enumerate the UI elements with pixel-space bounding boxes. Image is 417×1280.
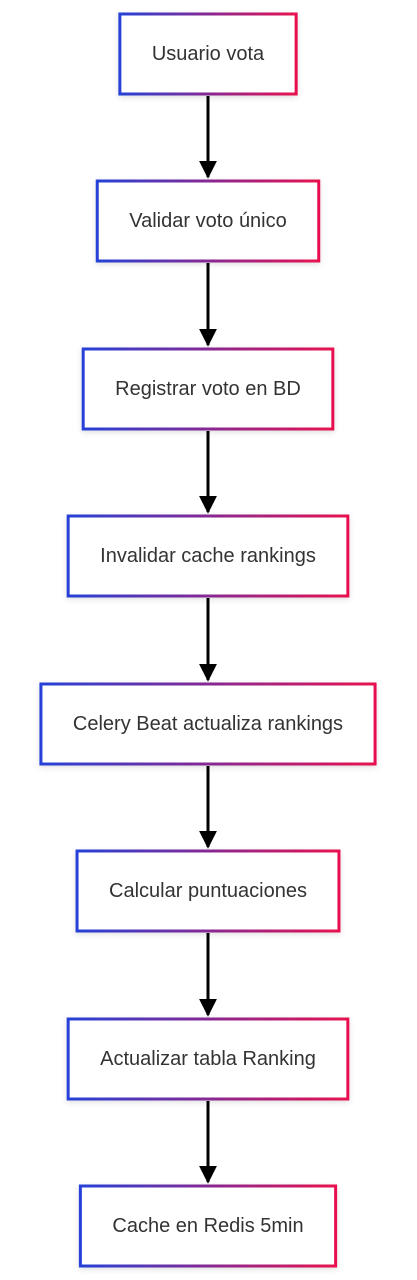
flow-step-box: [75, 849, 341, 933]
flow-step-celery-beat: Celery Beat actualiza rankings: [39, 682, 377, 766]
flow-step-calcular-puntuaciones: Calcular puntuaciones: [75, 849, 341, 933]
flow-step-validar-voto-unico: Validar voto único: [95, 179, 321, 263]
flow-step-label: Calcular puntuaciones: [109, 880, 307, 902]
flow-step-box: [66, 1017, 350, 1101]
flow-step-label: Validar voto único: [129, 210, 287, 232]
flow-step-actualizar-tabla: Actualizar tabla Ranking: [66, 1017, 350, 1101]
flow-step-registrar-voto: Registrar voto en BD: [81, 347, 335, 431]
flow-step-invalidar-cache: Invalidar cache rankings: [66, 514, 350, 598]
flow-step-label: Usuario vota: [152, 43, 265, 65]
flow-step-box: [95, 179, 321, 263]
flow-step-label: Celery Beat actualiza rankings: [73, 713, 343, 735]
flow-step-box: [81, 347, 335, 431]
flow-step-box: [39, 682, 377, 766]
flow-step-usuario-vota: Usuario vota: [118, 12, 298, 96]
flow-step-label: Invalidar cache rankings: [100, 545, 316, 567]
flow-step-box: [78, 1184, 338, 1268]
flow-step-label: Registrar voto en BD: [115, 378, 301, 400]
flow-step-label: Cache en Redis 5min: [112, 1215, 303, 1237]
flow-step-box: [118, 12, 298, 96]
flow-step-box: [66, 514, 350, 598]
flow-step-cache-redis: Cache en Redis 5min: [78, 1184, 338, 1268]
nodes-layer: Usuario vota Validar voto único Registra…: [39, 12, 377, 1268]
flow-step-label: Actualizar tabla Ranking: [100, 1048, 316, 1070]
